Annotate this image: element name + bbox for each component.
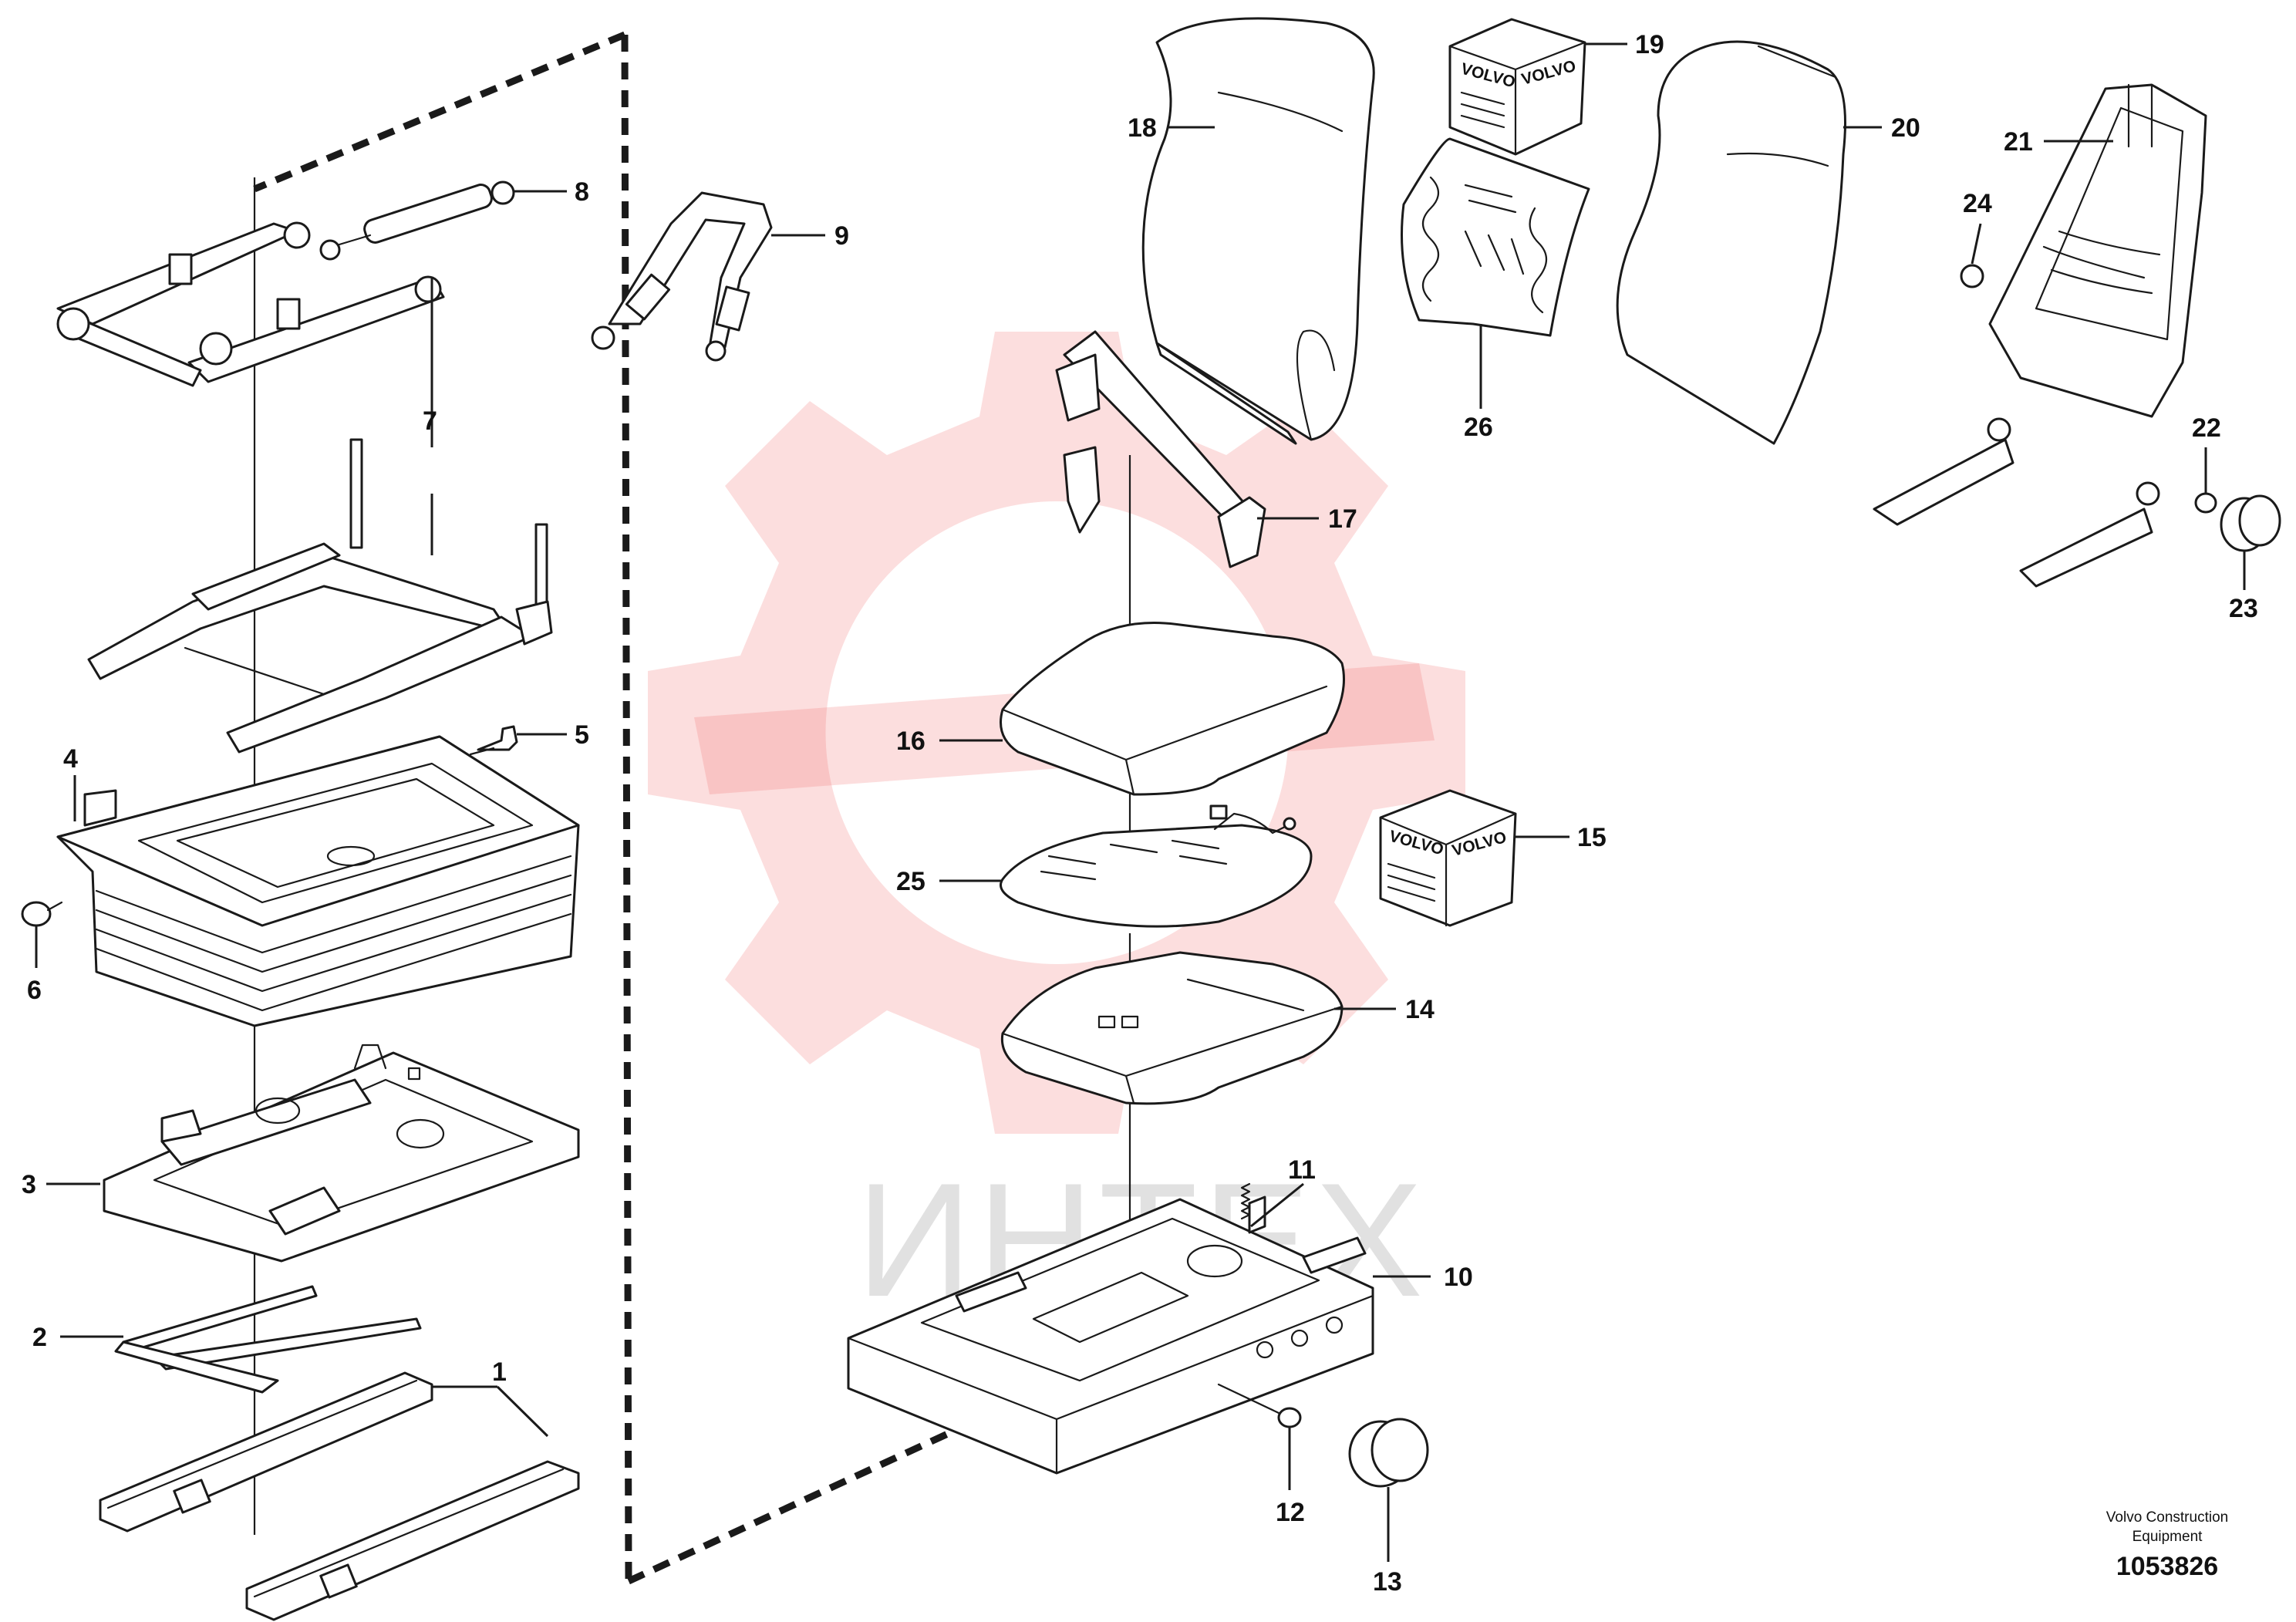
part-1-slide-rails	[99, 1371, 580, 1621]
callout-6: 6	[27, 926, 42, 1005]
svg-text:17: 17	[1328, 504, 1357, 534]
part-2-rod	[114, 1285, 422, 1394]
svg-text:7: 7	[423, 406, 437, 436]
part-13-knob	[1348, 1418, 1429, 1488]
left-assembly	[21, 177, 580, 1621]
part-18-backrest-cushion	[1141, 17, 1375, 445]
callout-18: 18	[1128, 113, 1215, 143]
callout-11: 11	[1250, 1155, 1316, 1228]
callout-21: 21	[2004, 127, 2113, 157]
footer-drawing-number: 1053826	[2116, 1552, 2218, 1581]
svg-text:21: 21	[2004, 127, 2033, 157]
callout-26: 26	[1464, 324, 1493, 442]
svg-text:3: 3	[22, 1170, 36, 1199]
part-21-backrest-frame	[1873, 83, 2207, 588]
callout-5: 5	[517, 720, 589, 750]
part-4-bellows-pan	[56, 735, 580, 1027]
part-17-shoulder-belt	[1055, 330, 1266, 568]
part-7-upper-frame	[56, 221, 553, 754]
svg-text:15: 15	[1577, 823, 1607, 852]
part-9-lap-belt	[591, 191, 773, 362]
callout-3: 3	[22, 1170, 100, 1199]
part-19-kit-box: VOLVO VOLVO	[1448, 18, 1586, 156]
drawing-footer: Volvo Construction Equipment 1053826	[2106, 1509, 2228, 1581]
footer-company-line2: Equipment	[2132, 1529, 2203, 1545]
part-3-base-frame	[103, 1044, 580, 1263]
callout-24: 24	[1963, 189, 1992, 265]
svg-text:26: 26	[1464, 413, 1493, 442]
svg-text:24: 24	[1963, 189, 1992, 218]
svg-text:23: 23	[2229, 594, 2258, 623]
callout-25: 25	[896, 867, 1003, 896]
svg-text:25: 25	[896, 867, 925, 896]
callouts: 1 2 3 4 5 6 7 8	[22, 30, 2258, 1597]
callout-2: 2	[32, 1323, 123, 1352]
svg-text:10: 10	[1444, 1263, 1473, 1292]
watermark: ИНТЕХ	[648, 332, 1465, 1330]
svg-text:20: 20	[1891, 113, 1920, 143]
part-14-seat-foam	[1000, 951, 1344, 1105]
callout-1: 1	[432, 1357, 549, 1438]
part-15-kit-box: VOLVO VOLVO	[1379, 789, 1517, 927]
callout-12: 12	[1276, 1427, 1305, 1527]
callout-19: 19	[1585, 30, 1664, 59]
svg-text:1: 1	[492, 1357, 507, 1387]
part-16-seat-cushion	[1000, 622, 1345, 796]
svg-text:22: 22	[2192, 413, 2221, 443]
svg-text:8: 8	[575, 177, 589, 207]
svg-text:11: 11	[1288, 1155, 1316, 1185]
callout-17: 17	[1257, 504, 1357, 534]
svg-text:16: 16	[896, 727, 925, 756]
callout-20: 20	[1843, 113, 1920, 143]
svg-text:18: 18	[1128, 113, 1157, 143]
part-11-spring	[1240, 1182, 1251, 1220]
callout-13: 13	[1373, 1487, 1402, 1597]
part-10-base-tray	[847, 1195, 1374, 1475]
part-6-knob	[21, 901, 63, 927]
callout-7: 7	[423, 278, 437, 436]
callout-16: 16	[896, 727, 1003, 756]
callout-8: 8	[514, 177, 589, 207]
section-divider	[253, 31, 981, 1585]
callout-9: 9	[771, 221, 849, 251]
part-23-knob	[2220, 494, 2281, 552]
svg-text:2: 2	[32, 1323, 47, 1352]
svg-text:6: 6	[27, 976, 42, 1005]
part-25-heater-pad	[1000, 804, 1313, 928]
svg-text:14: 14	[1405, 995, 1435, 1024]
callout-14: 14	[1334, 995, 1435, 1024]
svg-text:19: 19	[1635, 30, 1664, 59]
callout-4: 4	[63, 744, 78, 821]
footer-company-line1: Volvo Construction	[2106, 1509, 2228, 1526]
svg-text:5: 5	[575, 720, 589, 750]
part-22-washer	[2194, 492, 2217, 514]
part-5-bolt	[469, 725, 518, 756]
callout-22: 22	[2192, 413, 2221, 494]
svg-text:13: 13	[1373, 1567, 1402, 1597]
center-assembly	[847, 17, 1429, 1488]
callout-15: 15	[1515, 823, 1607, 852]
callout-23: 23	[2229, 551, 2258, 623]
svg-text:4: 4	[63, 744, 78, 774]
part-8-gas-spring	[319, 180, 515, 261]
part-20-backrest-cover	[1616, 40, 1846, 445]
callout-10: 10	[1373, 1263, 1473, 1292]
part-24-nut	[1960, 264, 1984, 288]
svg-text:9: 9	[834, 221, 849, 251]
part-26-back-heater-pad	[1401, 137, 1590, 337]
svg-text:12: 12	[1276, 1498, 1305, 1527]
